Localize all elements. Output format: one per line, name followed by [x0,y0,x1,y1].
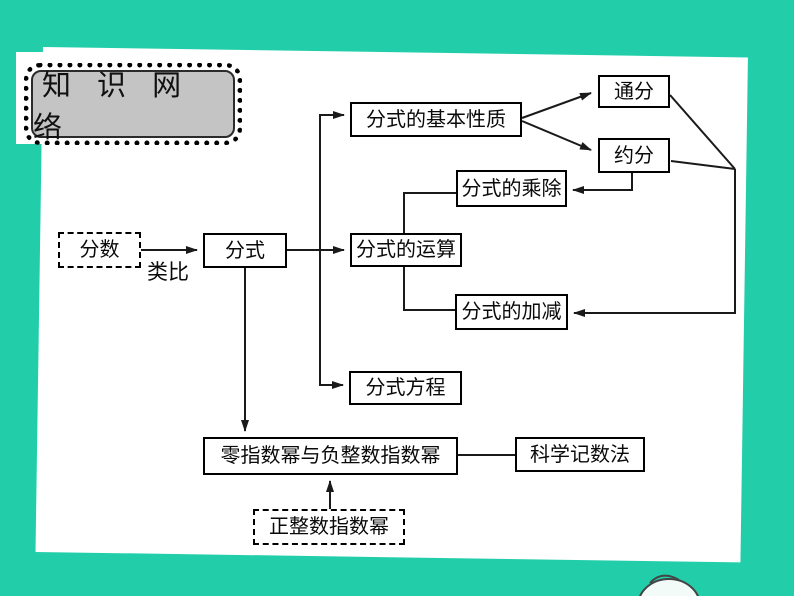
edge-yunsuan-chengchu [403,192,456,233]
edge-jiben-tongfen [521,92,592,119]
node-yuefen: 约分 [598,138,670,173]
knowledge-network-badge: 知 识 网 络 [24,63,242,145]
node-yunsuan: 分式的运算 [350,233,462,267]
edge-fenshi-fangcheng [319,250,344,389]
badge-title: 知 识 网 络 [33,70,191,144]
node-lingzhishu: 零指数幂与负整数指数幂 [203,437,458,475]
balloon-decoration [639,574,699,596]
node-jiajian: 分式的加减 [455,294,568,330]
node-kexue: 科学记数法 [515,437,645,472]
edge-jiben-yuefen [521,120,592,151]
edge-merge-jiajian [573,169,736,317]
node-fenshi: 分式 [203,233,287,268]
edge-label-leibi: 类比 [147,261,189,284]
edge-yunsuan-jiajian [403,267,455,311]
node-chengchu: 分式的乘除 [456,170,567,207]
node-fangcheng: 分式方程 [349,371,462,405]
edge-yuefen-merge [670,160,736,170]
node-fenshu: 分数 [58,232,141,268]
edge-tongfen-merge [669,94,736,170]
node-zhengzhengshu: 正整数指数幂 [253,509,405,545]
edge-fenshi-jiben [319,111,345,250]
node-tongfen: 通分 [598,75,670,108]
edge-yuefen-chengchu [572,173,633,194]
node-jiben: 分式的基本性质 [350,102,522,137]
